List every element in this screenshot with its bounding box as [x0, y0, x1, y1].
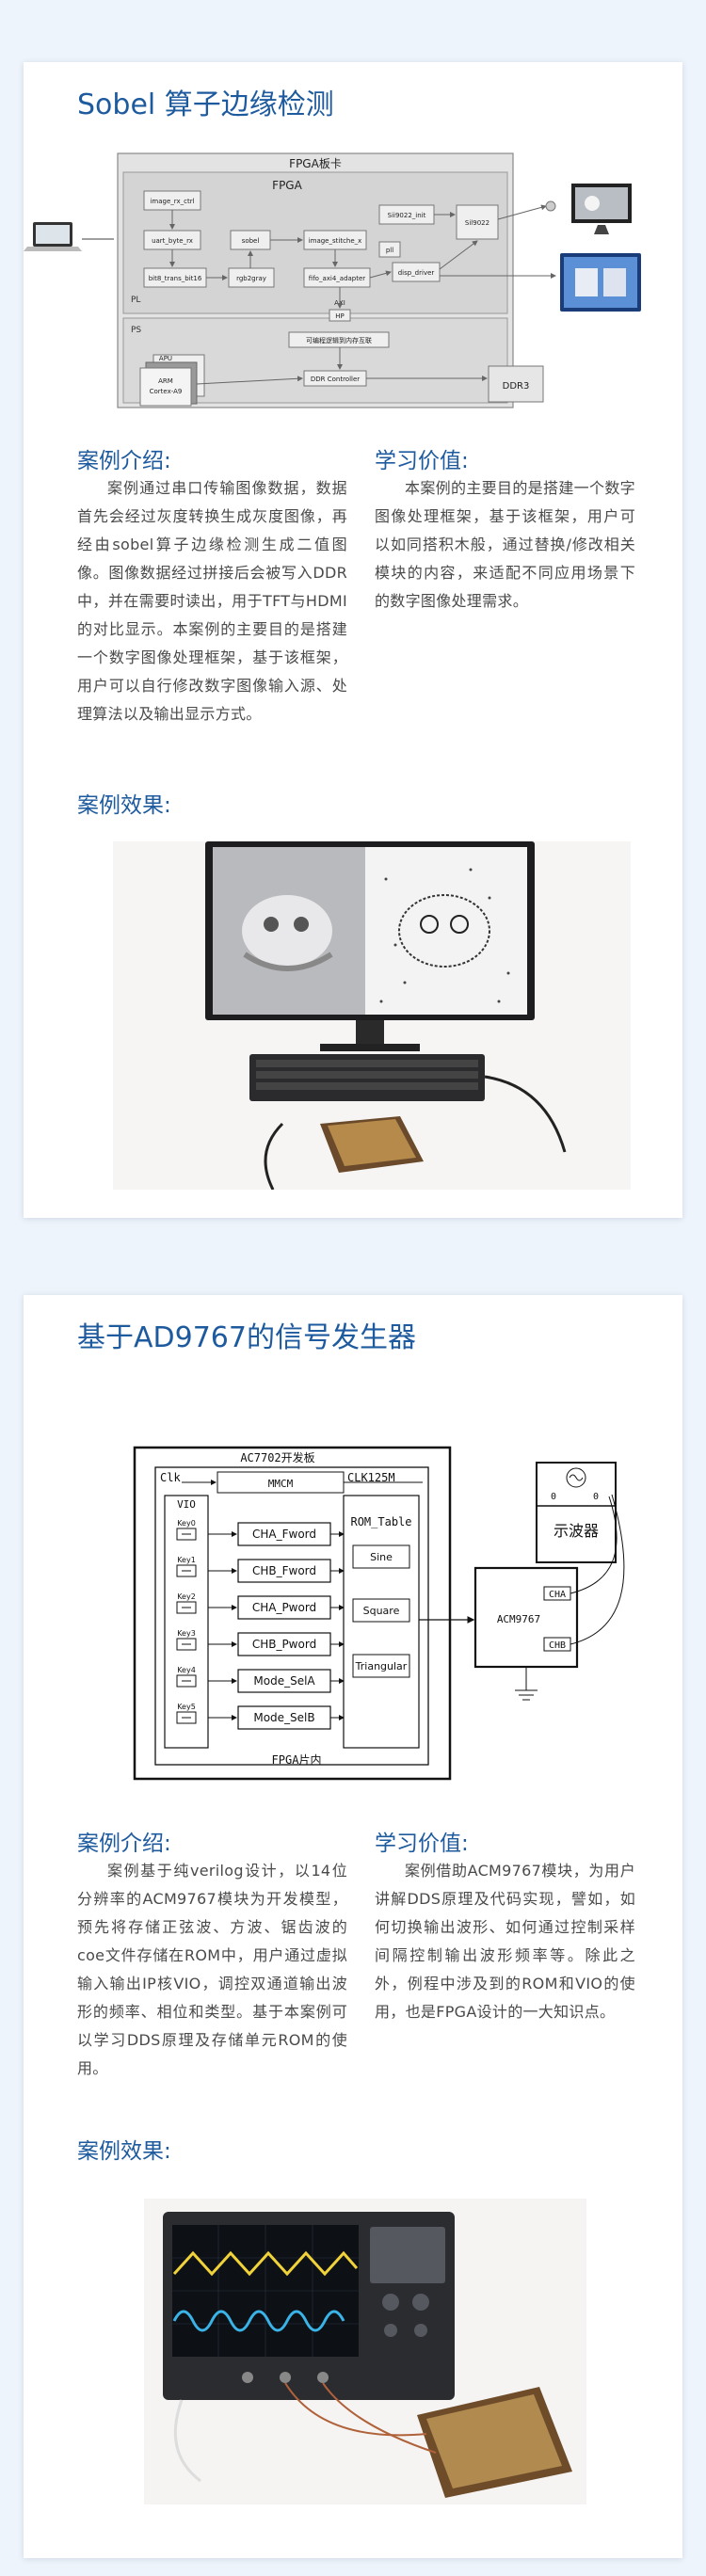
block-mmcm: MMCM [268, 1478, 294, 1490]
vio-label: VIO [177, 1498, 196, 1511]
scope-label: 示波器 [554, 1522, 599, 1540]
block-label: CHA_Pword [252, 1601, 316, 1614]
value-heading: 学习价值: [375, 449, 469, 473]
vio-key-label: Key4 [177, 1666, 196, 1674]
block-image-stitche: image_stitche_x [309, 237, 362, 245]
svg-text:Cortex-A9: Cortex-A9 [150, 388, 183, 395]
rom-wave-label: Square [363, 1605, 400, 1617]
sobel-effect-photo [113, 841, 631, 1190]
block-disp-driver: disp_driver [398, 269, 435, 277]
block-sobel: sobel [242, 237, 260, 245]
case-card-sobel: Sobel 算子边缘检测 FPGA板卡 FPGA PL PS image_rx_… [24, 62, 682, 1218]
vio-key-label: Key3 [177, 1629, 196, 1638]
laptop-icon [24, 222, 82, 251]
block-label: CHA_Fword [252, 1528, 316, 1541]
block-uart-byte-rx: uart_byte_rx [152, 237, 193, 245]
fpga-inside-region [154, 1466, 429, 1766]
case-title: Sobel 算子边缘检测 [77, 88, 334, 121]
rom-triangular-block [352, 1654, 410, 1678]
block-pll: pll [386, 247, 393, 254]
block-rgb2gray: rgb2gray [236, 275, 266, 282]
block-mode-sela [237, 1669, 331, 1693]
signal-source-icon [566, 1467, 586, 1488]
value-heading: 学习价值: [375, 1832, 469, 1856]
block-chb-pword [237, 1632, 331, 1656]
intro-heading: 案例介绍: [77, 449, 171, 473]
block-ddr-controller: DDR Controller [311, 376, 360, 383]
block-cha-pword [237, 1595, 331, 1620]
clk125-label: CLK125M [347, 1471, 395, 1484]
block-interconnect: 可编程逻辑到内存互联 [306, 336, 372, 344]
ps-label: PS [131, 326, 141, 335]
label-hp: HP [335, 312, 345, 320]
block-image-rx-ctrl: image_rx_ctrl [150, 198, 194, 205]
ad9767-effect-photo [144, 2199, 586, 2504]
vio-key-label: Key1 [177, 1556, 196, 1564]
clk-label: Clk [160, 1471, 181, 1484]
block-label: CHB_Pword [252, 1638, 316, 1651]
fpga-inside-label: FPGA片内 [272, 1753, 322, 1767]
effect-heading: 案例效果: [77, 2139, 171, 2164]
block-sii9022-init: Sii9022_init [388, 212, 426, 219]
sobel-block-diagram: FPGA板卡 FPGA PL PS image_rx_ctrl uart_byt… [24, 152, 641, 408]
board-label: AC7702开发板 [240, 1450, 314, 1464]
vio-key-label: Key0 [177, 1519, 196, 1528]
intro-heading: 案例介绍: [77, 1832, 171, 1856]
intro-text: 案例通过串口传输图像数据，数据首先会经过灰度转换生成灰度图像，再经由sobel算… [77, 479, 347, 723]
value-text: 案例借助ACM9767模块，为用户讲解DDS原理及代码实现，譬如，如何切换输出波… [375, 1862, 635, 2021]
vio-key-label: Key5 [177, 1703, 196, 1711]
scope-channel-1: 0 [593, 1492, 599, 1502]
hdmi-monitor-icon [571, 184, 632, 234]
block-ddr3: DDR3 [503, 381, 530, 392]
block-acm9767: ACM9767 [497, 1613, 540, 1625]
value-text: 本案例的主要目的是搭建一个数字图像处理框架，基于该框架，用户可以如同搭积木般，通… [375, 479, 635, 610]
scope-channel-0: 0 [551, 1492, 556, 1502]
board-label: FPGA板卡 [289, 157, 342, 170]
case-title: 基于AD9767的信号发生器 [77, 1321, 416, 1354]
ground-icon [515, 1689, 538, 1701]
fpga-label: FPGA [272, 179, 302, 192]
rom-square-block [352, 1598, 410, 1623]
block-bit8-trans: bit8_trans_bit16 [149, 275, 202, 282]
pl-label: PL [131, 296, 140, 305]
label-arm: ARM [158, 377, 173, 385]
block-fifo-axi: fifo_axi4_adapter [309, 275, 366, 282]
tft-monitor-icon [560, 253, 641, 312]
port-cha: CHA [549, 1590, 566, 1600]
block-cha-fword [237, 1522, 331, 1546]
intro-text: 案例基于纯verilog设计，以14位分辨率的ACM9767模块为开发模型，预先… [77, 1862, 347, 2077]
port-chb: CHB [549, 1640, 566, 1651]
block-label: CHB_Fword [252, 1564, 316, 1577]
block-label: Mode_SelA [253, 1674, 315, 1688]
rom-sine-block [352, 1544, 410, 1569]
rom-wave-label: Triangular [355, 1660, 408, 1672]
block-label: Mode_SelB [253, 1711, 314, 1724]
label-apu: APU [159, 355, 172, 362]
rom-wave-label: Sine [370, 1551, 393, 1563]
effect-heading: 案例效果: [77, 793, 171, 818]
vio-key-label: Key2 [177, 1592, 196, 1601]
rom-table-label: ROM_Table [350, 1515, 411, 1528]
ad9767-block-diagram: AC7702开发板 Clk MMCM CLK125M VIO Key0Key1K… [133, 1446, 625, 1781]
case-card-ad9767: 基于AD9767的信号发生器 AC7702开发板 Clk MMCM CLK125… [24, 1295, 682, 2558]
block-sii9022: Sil9022 [465, 219, 489, 227]
